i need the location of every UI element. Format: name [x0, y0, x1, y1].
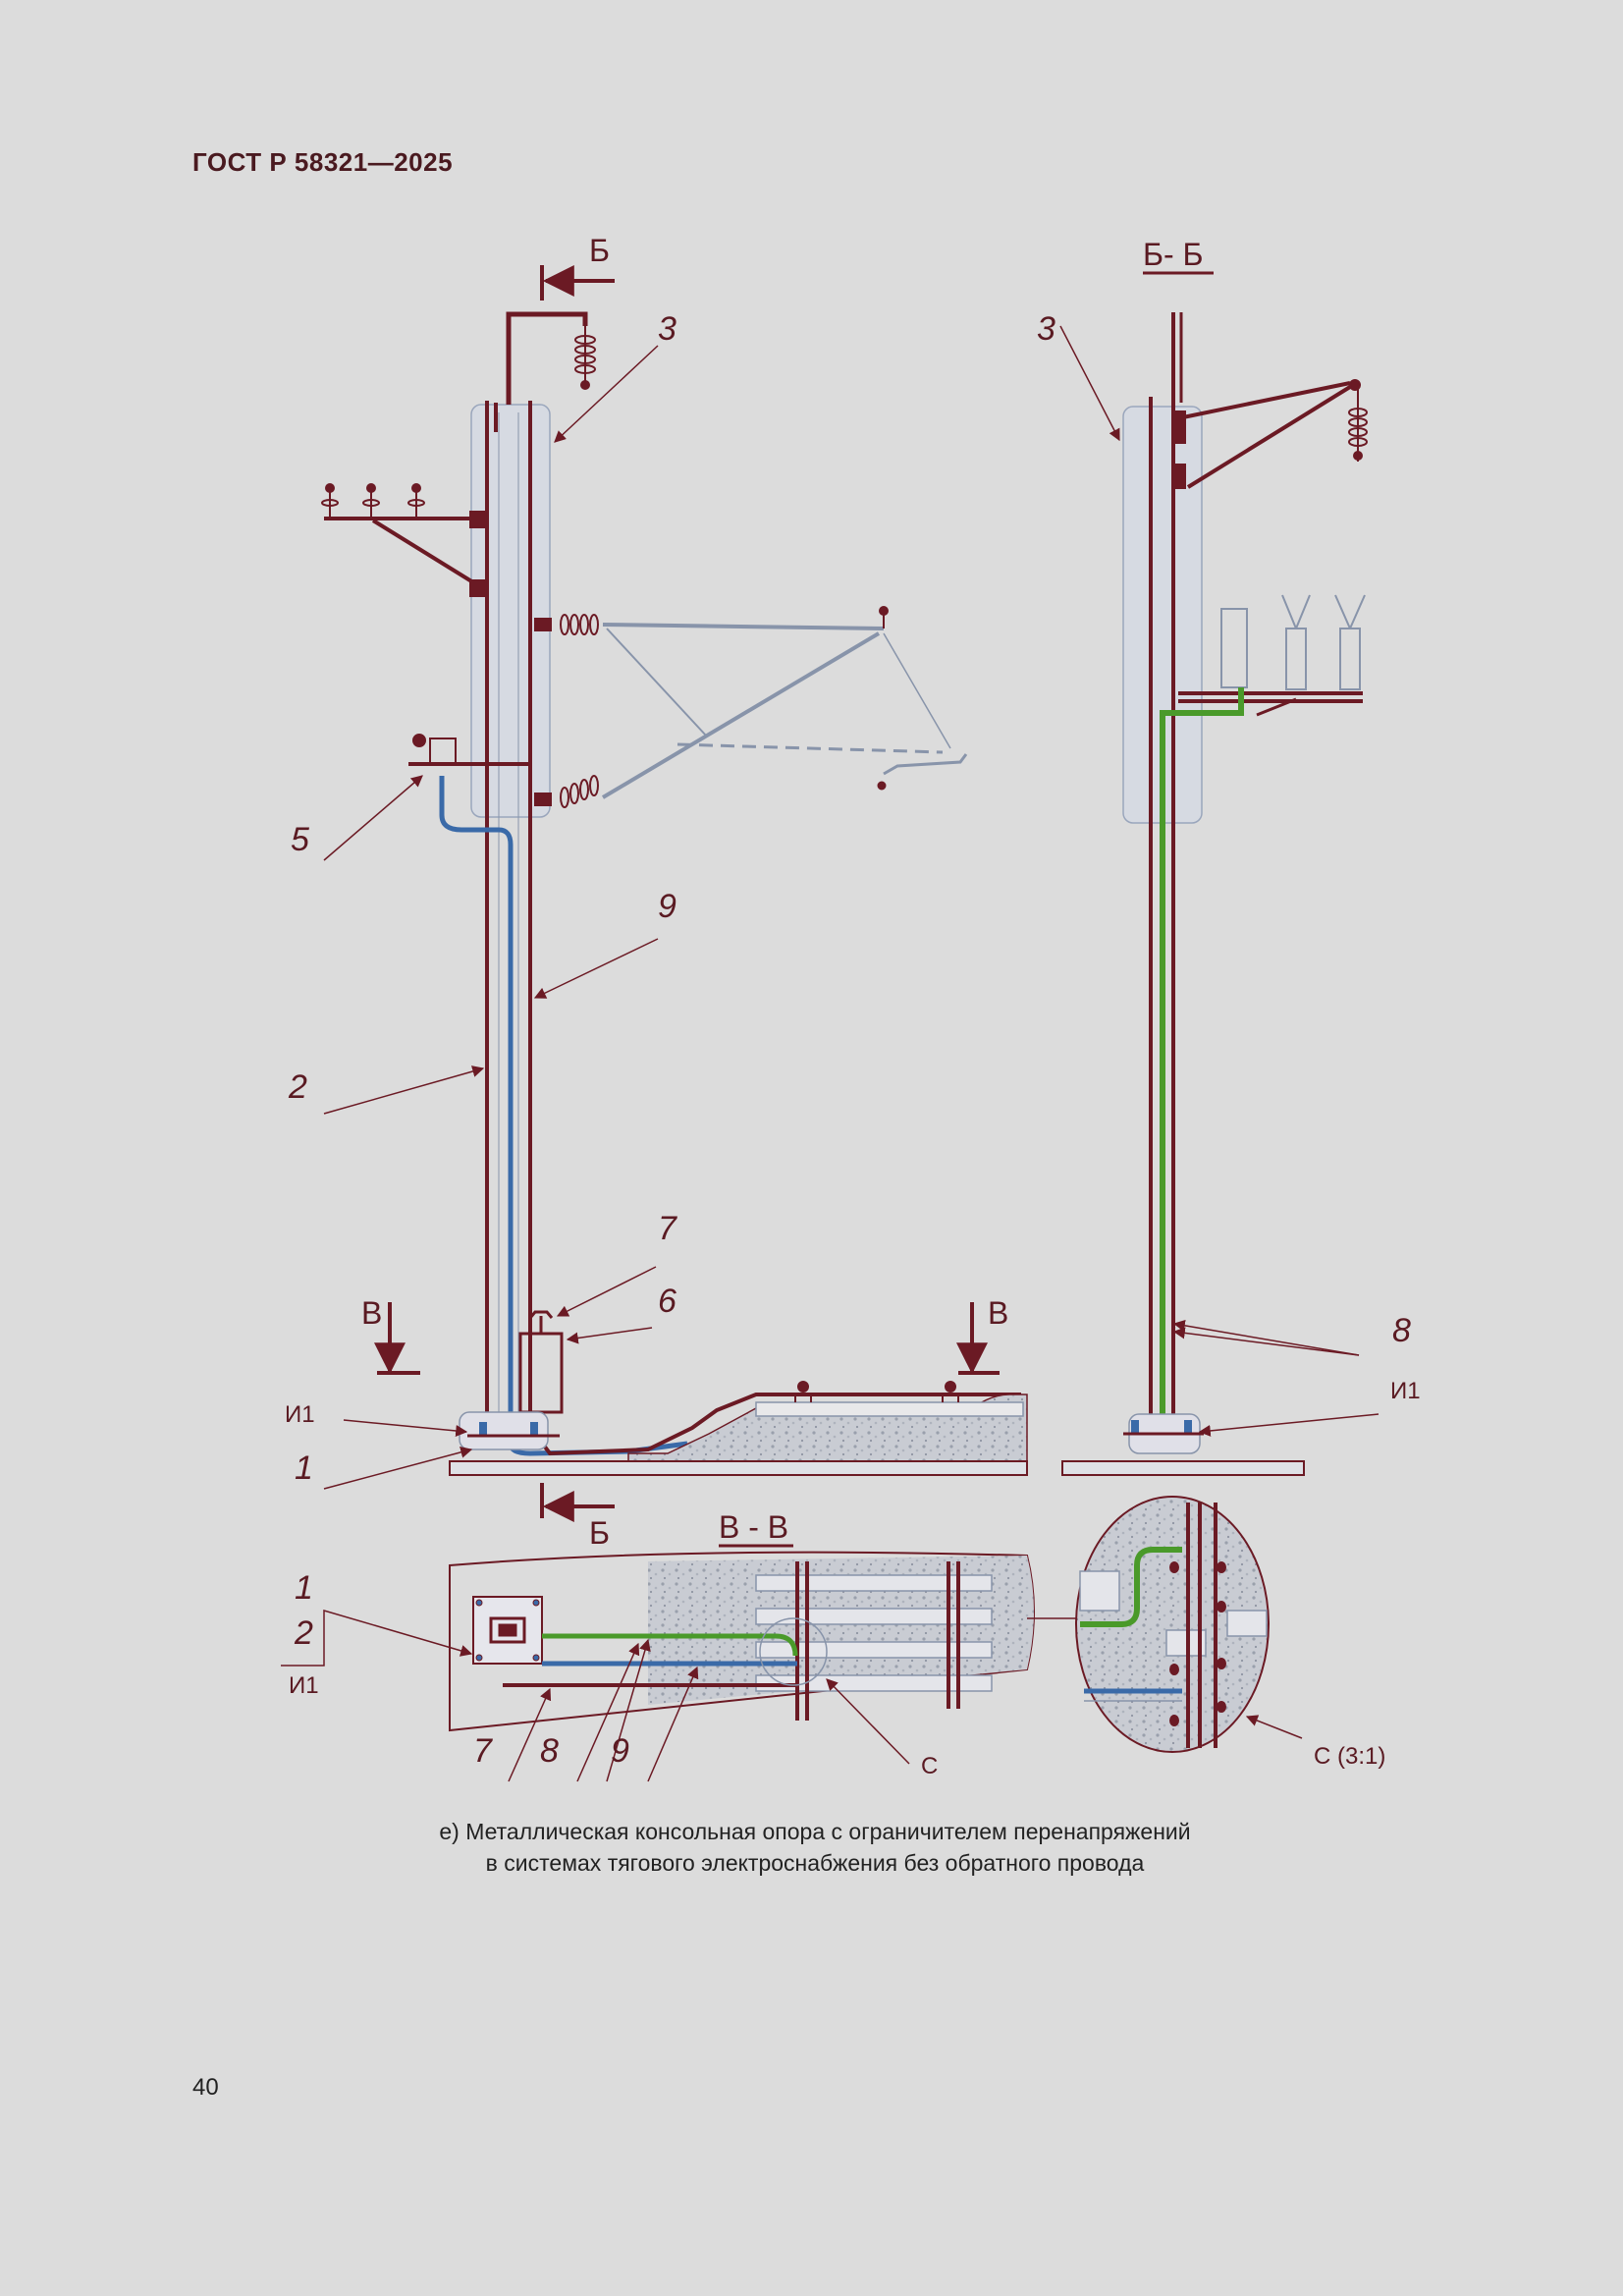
- vv-green-conductor: [542, 1633, 798, 1657]
- bb-green-conductor: [1160, 687, 1244, 1430]
- label-bb-3: 3: [1037, 310, 1055, 348]
- leader-lines: [323, 345, 659, 1490]
- label-7: 7: [658, 1210, 677, 1247]
- pole-lattice: [498, 412, 519, 1429]
- label-section-top: Б: [589, 233, 610, 268]
- label-2: 2: [288, 1068, 307, 1106]
- label-vv-2: 2: [294, 1614, 313, 1652]
- section-cut-mark-top: [540, 265, 615, 301]
- contact-wire: [676, 742, 944, 754]
- vv-ballast: [648, 1556, 1034, 1705]
- section-cut-mark-right: [956, 1302, 1000, 1375]
- vv-pole-plate: [472, 1596, 543, 1665]
- caption-line-2: в системах тягового электроснабжения без…: [485, 1850, 1145, 1876]
- section-cut-mark-left: [374, 1302, 420, 1375]
- vv-leader-lines: [281, 1609, 1080, 1782]
- label-bb-i1: И1: [1390, 1378, 1421, 1404]
- label-1: 1: [295, 1449, 313, 1487]
- detail-c-bolts: [1169, 1561, 1226, 1726]
- bb-insulator: [1348, 379, 1368, 462]
- pole-foundation: [459, 1411, 560, 1450]
- cantilever: [601, 623, 885, 799]
- label-vv-9: 9: [611, 1732, 629, 1770]
- main-elevation-view: [321, 265, 1028, 1522]
- left-crossarm: [324, 511, 487, 597]
- caption-line-1: е) Металлическая консольная опора с огра…: [439, 1819, 1191, 1844]
- view-vv-title: В - В: [719, 1509, 788, 1545]
- view-bb-title: Б- Б: [1143, 237, 1204, 272]
- section-cut-mark-bottom: [540, 1483, 615, 1522]
- label-vv-1: 1: [295, 1569, 313, 1607]
- label-bb-8: 8: [1392, 1312, 1411, 1349]
- label-vv-8: 8: [540, 1732, 559, 1770]
- cantilever-insulators: [534, 606, 889, 808]
- label-6: 6: [658, 1283, 676, 1320]
- rail-bond-conductor: [533, 1393, 1021, 1456]
- detail-c-view: [1075, 1496, 1303, 1753]
- label-vv-c: С: [921, 1753, 938, 1779]
- label-section-bottom: Б: [589, 1515, 610, 1551]
- blue-grounding-conductor: [439, 776, 688, 1456]
- side-view-bb: [1059, 271, 1380, 1476]
- crossarm-insulators: [321, 483, 425, 519]
- bb-leader-lines: [1059, 325, 1380, 1437]
- label-5: 5: [291, 821, 309, 858]
- detail-c-green-conductor: [1080, 1547, 1182, 1627]
- rails: [794, 1381, 959, 1402]
- label-3: 3: [658, 310, 676, 348]
- bb-surge-arresters: [1220, 594, 1366, 690]
- standard-code: ГОСТ Р 58321—2025: [192, 147, 454, 177]
- sleeper: [755, 1401, 1024, 1417]
- label-detail-c: С (3:1): [1314, 1743, 1385, 1770]
- surge-arrester-bracket: [408, 734, 530, 766]
- page-number: 40: [192, 2074, 219, 2101]
- label-i1: И1: [285, 1401, 315, 1428]
- label-vv-7: 7: [473, 1732, 493, 1770]
- label-section-left: В: [361, 1295, 382, 1331]
- plan-view-vv: [281, 1544, 1080, 1782]
- catenary-dropper: [883, 632, 951, 749]
- pole-shield-panel: [470, 404, 551, 818]
- label-section-right: В: [988, 1295, 1008, 1331]
- top-insulator: [574, 324, 596, 390]
- label-9: 9: [658, 888, 676, 925]
- label-vv-i1: И1: [289, 1672, 319, 1699]
